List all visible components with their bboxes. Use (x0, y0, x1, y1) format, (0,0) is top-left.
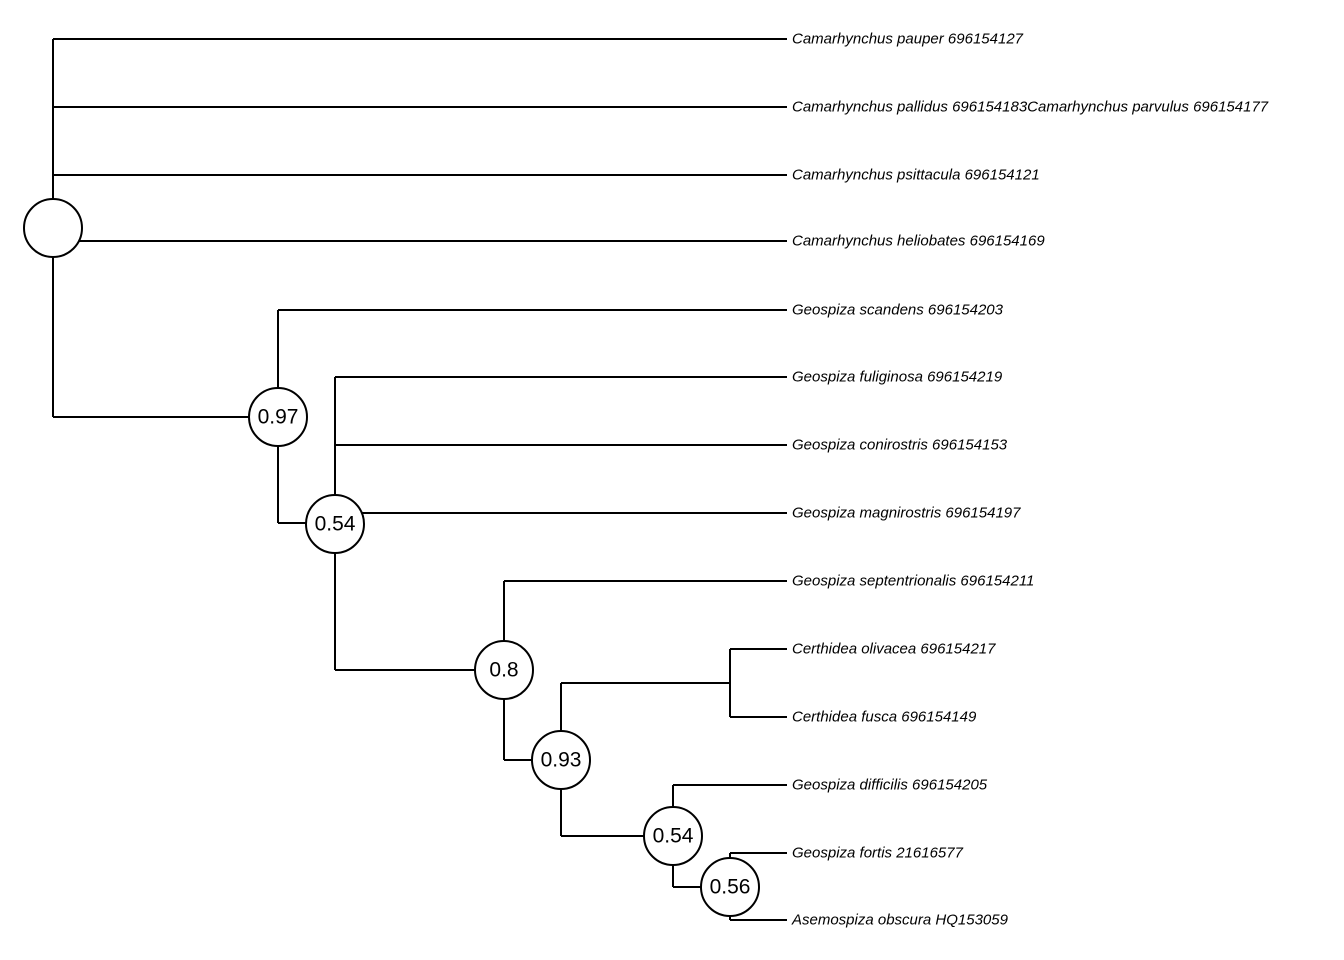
leaf-label: Geospiza scandens 696154203 (792, 302, 1004, 319)
leaf-label: Geospiza fuliginosa 696154219 (792, 369, 1003, 386)
leaf-label: Camarhynchus heliobates 696154169 (792, 233, 1045, 250)
leaf-label: Camarhynchus psittacula 696154121 (792, 167, 1040, 184)
node-warbler-clade-label: 0.93 (541, 749, 582, 772)
node-difficilis-clade-label: 0.54 (653, 825, 694, 848)
leaf-labels: Camarhynchus pauper 696154127 Camarhynch… (791, 31, 1269, 929)
node-root (23, 198, 83, 258)
node-ground-finch-clade: 0.54 (305, 494, 365, 554)
leaf-label: Asemospiza obscura HQ153059 (791, 912, 1009, 929)
node-geospiza-clade: 0.97 (248, 387, 308, 447)
leaf-label: Geospiza septentrionalis 696154211 (792, 573, 1034, 590)
node-geospiza-clade-label: 0.97 (258, 406, 299, 429)
node-septentrionalis-clade-circle (474, 640, 534, 700)
leaf-label: Camarhynchus pallidus 696154183Camarhync… (792, 99, 1269, 116)
node-fortis-clade-circle (700, 857, 760, 917)
support-nodes: 0.97 0.54 0.8 0.93 0.54 0.56 (23, 198, 760, 917)
leaf-label: Geospiza magnirostris 696154197 (792, 505, 1021, 522)
node-ground-finch-clade-circle (305, 494, 365, 554)
node-difficilis-clade: 0.54 (643, 806, 703, 866)
leaf-label: Geospiza fortis 21616577 (792, 845, 964, 862)
node-septentrionalis-clade-label: 0.8 (489, 659, 518, 682)
node-septentrionalis-clade: 0.8 (474, 640, 534, 700)
leaf-label: Certhidea fusca 696154149 (792, 709, 977, 726)
tree-branches (52, 38, 787, 921)
node-fortis-clade: 0.56 (700, 857, 760, 917)
leaf-label: Geospiza conirostris 696154153 (792, 437, 1008, 454)
node-root-circle (23, 198, 83, 258)
node-fortis-clade-label: 0.56 (710, 876, 751, 899)
node-ground-finch-clade-label: 0.54 (315, 513, 356, 536)
leaf-label: Geospiza difficilis 696154205 (792, 777, 988, 794)
node-warbler-clade-circle (531, 730, 591, 790)
node-difficilis-clade-circle (643, 806, 703, 866)
node-geospiza-clade-circle (248, 387, 308, 447)
leaf-label: Camarhynchus pauper 696154127 (792, 31, 1024, 48)
node-warbler-clade: 0.93 (531, 730, 591, 790)
leaf-label: Certhidea olivacea 696154217 (792, 641, 996, 658)
